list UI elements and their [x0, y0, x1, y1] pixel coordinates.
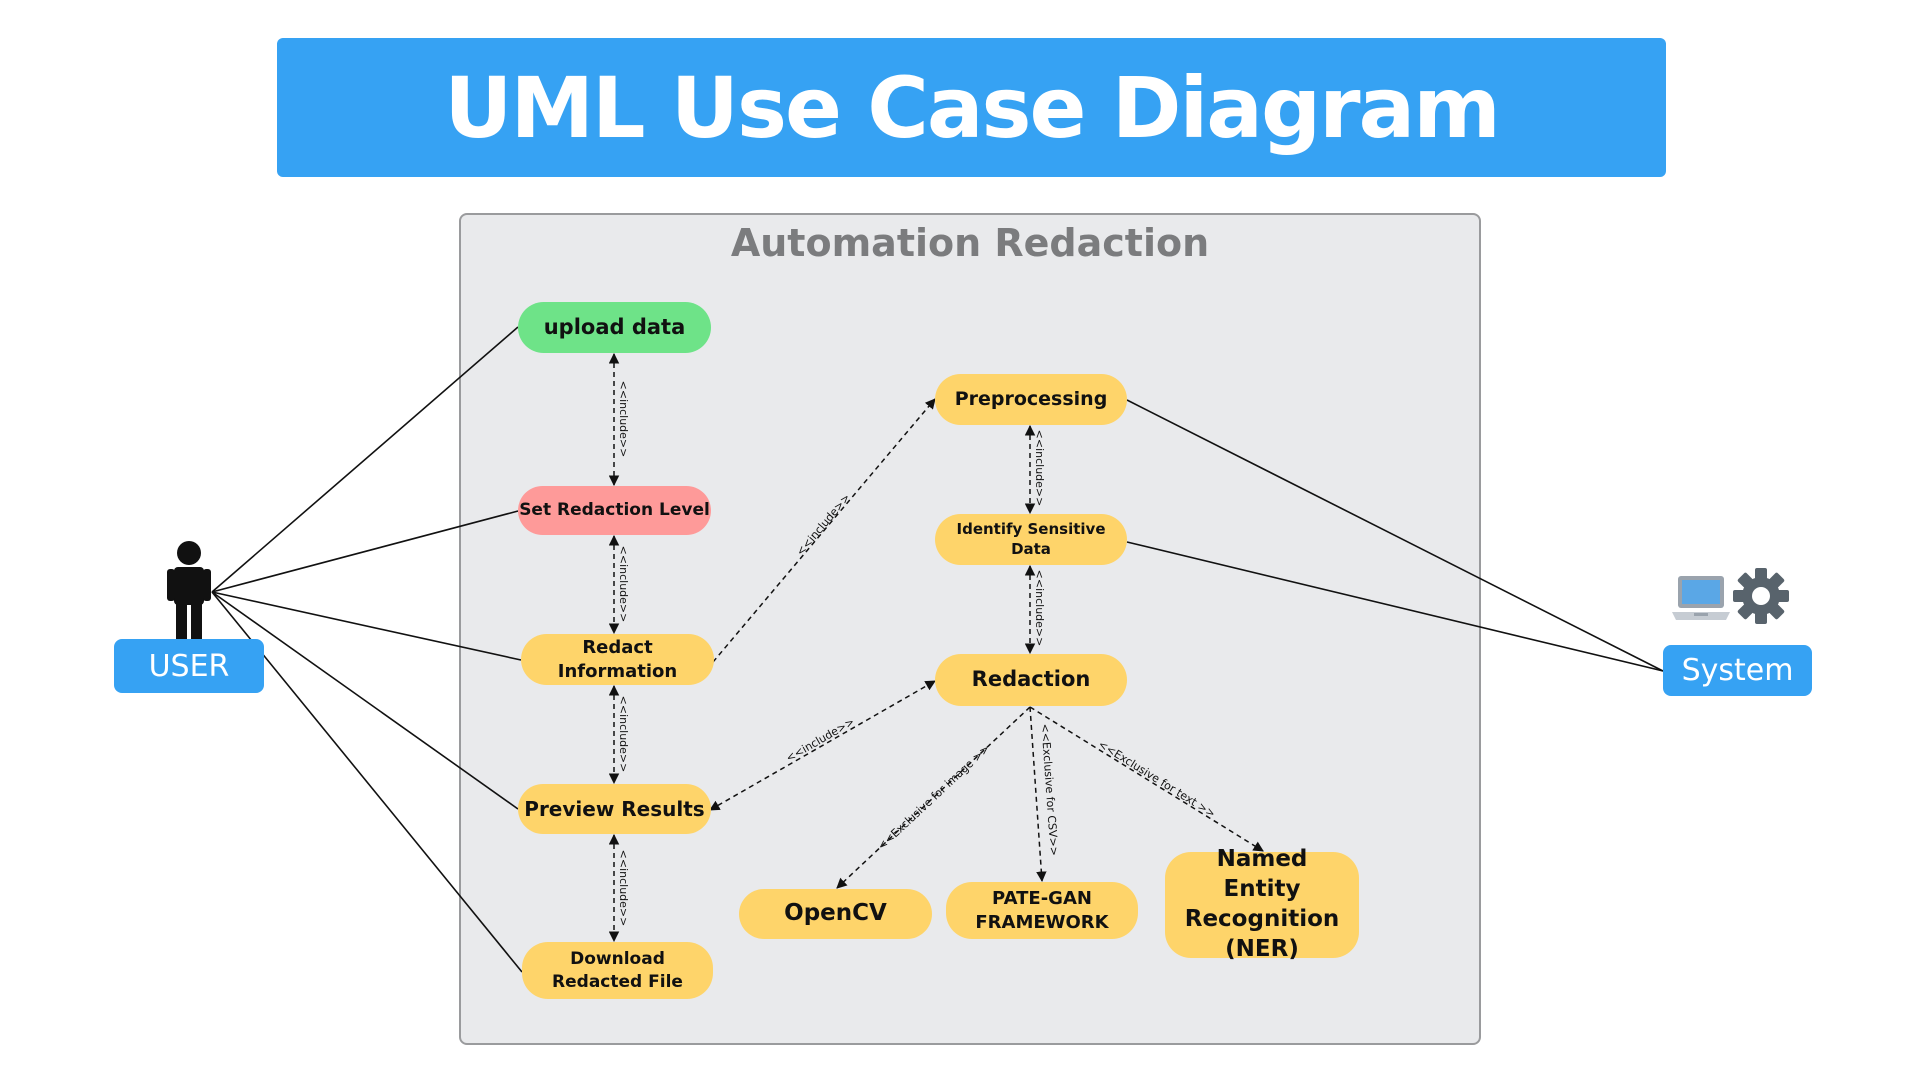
label-include-preprocessing-identify: <<include>> — [1033, 430, 1046, 507]
usecase-opencv[interactable]: OpenCV — [739, 889, 932, 939]
usecase-opencv-label: OpenCV — [784, 900, 887, 927]
usecase-redact-information[interactable]: Redact Information — [521, 634, 714, 685]
assoc-system-preprocessing — [1126, 399, 1664, 672]
label-exclusive-csv: <<Exclusive for CSV>> — [1038, 723, 1060, 856]
usecase-upload-data-label: upload data — [543, 314, 686, 339]
actor-system-label: System — [1681, 653, 1794, 688]
label-include-preview-download: <<include>> — [617, 850, 630, 927]
title-banner: UML Use Case Diagram — [277, 38, 1666, 177]
label-exclusive-image: <<Exclusive for image >> — [875, 742, 992, 853]
actor-user[interactable]: USER — [114, 639, 264, 693]
usecase-redaction-label: Redaction — [971, 667, 1091, 692]
diagram-title: UML Use Case Diagram — [444, 58, 1501, 157]
exclusive-redaction-ner — [1029, 706, 1264, 852]
usecase-set-redaction-level[interactable]: Set Redaction Level — [518, 486, 711, 535]
include-preview-redaction — [709, 680, 936, 811]
exclusive-redaction-pategan — [1029, 706, 1047, 883]
assoc-user-upload — [211, 326, 519, 593]
usecase-named-entity-recognition[interactable]: Named Entity Recognition (NER) — [1165, 846, 1359, 962]
assoc-user-preview — [211, 591, 519, 810]
label-include-setlevel-redactinfo: <<include>> — [617, 546, 630, 623]
assoc-user-redactinfo — [211, 591, 522, 661]
usecase-identify-sensitive-data-label: Identify Sensitive Data — [956, 520, 1106, 558]
person-icon — [167, 541, 211, 640]
usecase-named-entity-recognition-label: Named Entity Recognition (NER) — [1184, 846, 1340, 962]
usecase-pate-gan-framework[interactable]: PATE-GAN FRAMEWORK — [946, 882, 1138, 939]
label-include-redactinfo-preprocessing: <<include>> — [794, 491, 853, 558]
usecase-download-redacted-file[interactable]: Download Redacted File — [522, 942, 713, 999]
usecase-preview-results[interactable]: Preview Results — [518, 784, 711, 834]
label-include-preview-redaction: <<include>> — [784, 715, 857, 765]
include-redactinfo-preprocessing — [712, 398, 936, 663]
usecase-preview-results-label: Preview Results — [524, 797, 705, 821]
assoc-system-identify — [1126, 541, 1664, 672]
usecase-download-redacted-file-label: Download Redacted File — [552, 949, 683, 992]
assoc-user-setlevel — [211, 510, 519, 593]
system-boundary-title: Automation Redaction — [730, 221, 1210, 265]
label-include-identify-redaction: <<include>> — [1033, 570, 1046, 647]
exclusive-redaction-opencv — [836, 706, 1031, 889]
usecase-set-redaction-level-label: Set Redaction Level — [519, 500, 710, 521]
label-include-redactinfo-preview: <<include>> — [617, 696, 630, 773]
gear-icon — [1733, 568, 1789, 624]
actor-system[interactable]: System — [1663, 645, 1812, 696]
laptop-icon — [1672, 576, 1730, 620]
label-exclusive-text: <<Exclusive for text >> — [1096, 738, 1218, 821]
usecase-preprocessing-label: Preprocessing — [954, 388, 1108, 411]
usecase-upload-data[interactable]: upload data — [518, 302, 711, 353]
usecase-redaction[interactable]: Redaction — [935, 654, 1127, 706]
actor-user-label: USER — [148, 648, 230, 684]
usecase-pate-gan-framework-label: PATE-GAN FRAMEWORK — [975, 888, 1109, 933]
label-include-upload-setlevel: <<include>> — [617, 381, 630, 458]
usecase-identify-sensitive-data[interactable]: Identify Sensitive Data — [935, 514, 1127, 565]
usecase-redact-information-label: Redact Information — [557, 637, 678, 682]
usecase-preprocessing[interactable]: Preprocessing — [935, 374, 1127, 425]
